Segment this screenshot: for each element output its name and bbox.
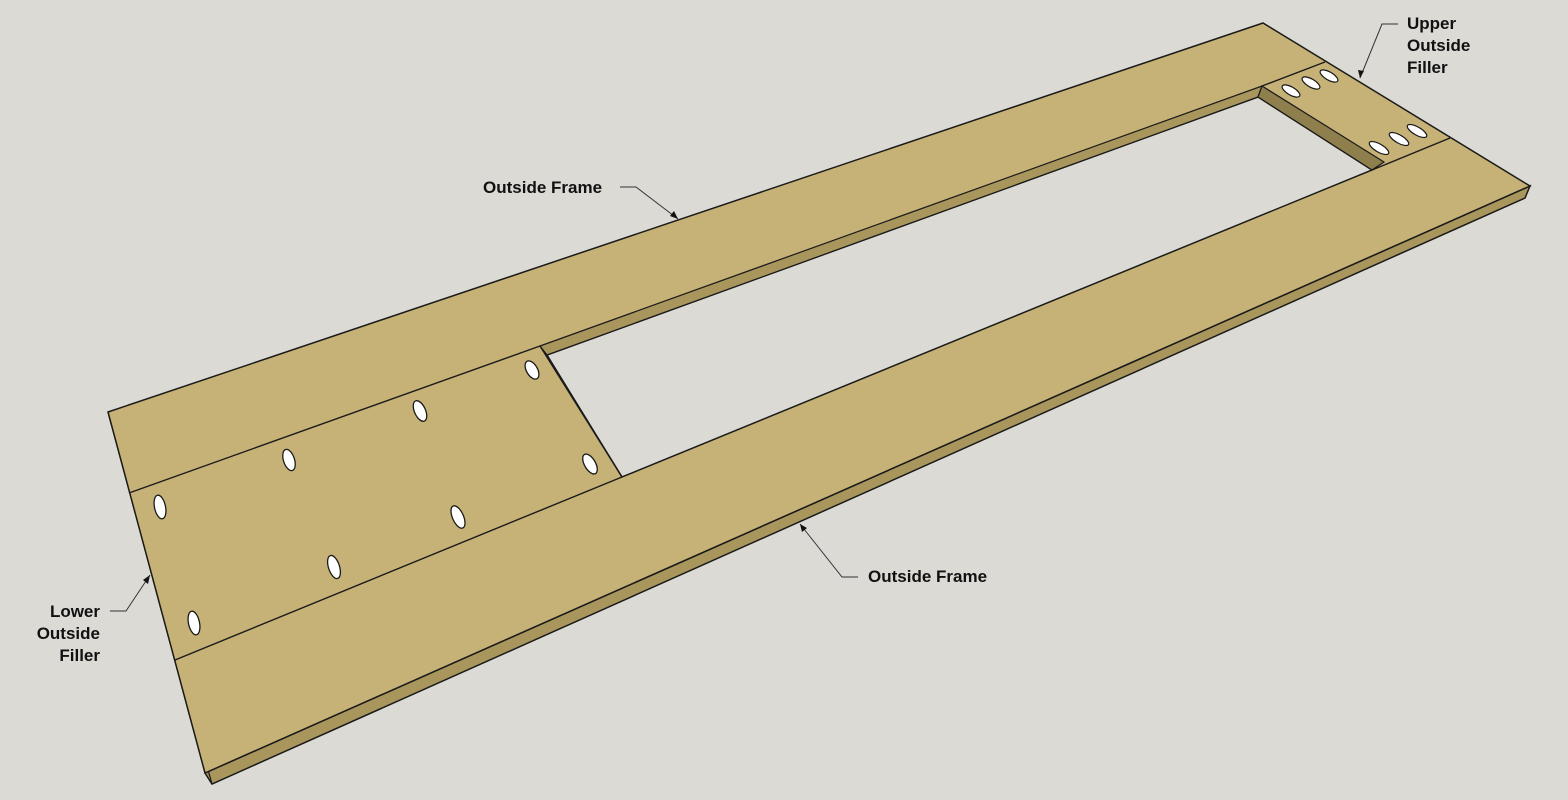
seam-top-rail: [128, 345, 541, 494]
pocket-hole: [326, 554, 342, 580]
label-upper-outside-filler-2: Outside: [1407, 36, 1470, 55]
label-outside-frame-bottom: Outside Frame: [868, 567, 987, 586]
label-upper-outside-filler-3: Filler: [1407, 58, 1448, 77]
label-lower-outside-filler-3: Filler: [59, 646, 100, 665]
leader-lower-filler: [110, 574, 151, 612]
upper-filler-pocket-holes: [1281, 69, 1428, 156]
arrowhead: [670, 211, 678, 219]
seam-bottom-rail: [174, 476, 623, 661]
pocket-hole: [187, 610, 201, 636]
leader-outside-frame-bottom: [799, 523, 858, 578]
pocket-hole: [1319, 69, 1339, 83]
label-upper-outside-filler-1: Upper: [1407, 14, 1457, 33]
seam-upper-filler-bottom: [1371, 137, 1451, 171]
seam-upper-filler-top: [1261, 61, 1326, 87]
arrowhead: [800, 524, 807, 532]
label-outside-frame-top: Outside Frame: [483, 178, 602, 197]
pocket-hole: [1406, 123, 1428, 139]
pocket-hole: [153, 494, 167, 520]
pocket-hole: [1281, 84, 1301, 98]
label-lower-outside-filler-2: Outside: [37, 624, 100, 643]
leader-lines: [110, 23, 1398, 612]
pocket-hole: [1368, 140, 1390, 156]
pocket-hole: [450, 505, 466, 529]
label-lower-outside-filler-1: Lower: [50, 602, 100, 621]
arrowhead: [1358, 70, 1364, 78]
seam-lower-filler-right: [539, 345, 623, 478]
leader-arrowheads: [143, 70, 1364, 584]
leader-upper-filler: [1359, 23, 1398, 79]
pocket-hole: [582, 453, 598, 475]
pocket-hole: [1301, 76, 1321, 90]
arrowhead: [143, 575, 150, 584]
leader-outside-frame-top: [620, 186, 679, 220]
lower-filler-pocket-holes: [153, 360, 598, 636]
pocket-hole: [412, 400, 428, 422]
pocket-hole: [1388, 131, 1410, 147]
pocket-hole: [282, 448, 296, 472]
pocket-hole: [524, 360, 540, 380]
